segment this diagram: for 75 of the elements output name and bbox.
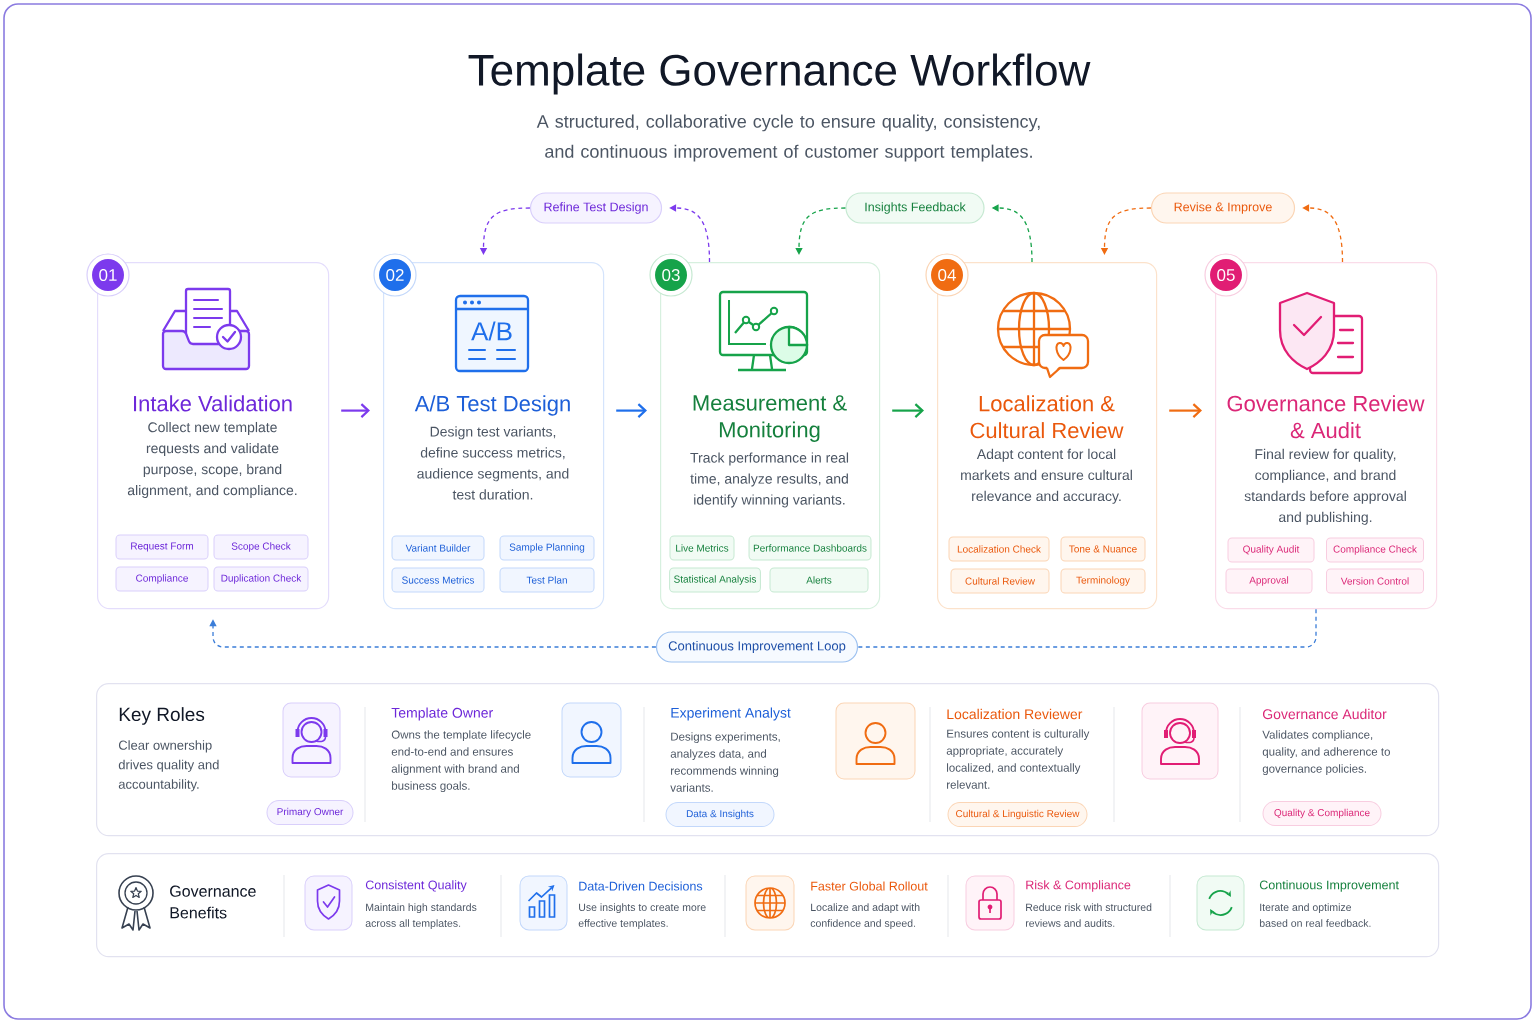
benefit-title: Continuous Improvement — [1259, 880, 1399, 892]
tag: Cultural Review — [950, 568, 1050, 594]
tag: Success Metrics — [391, 567, 485, 593]
benefit-description: Iterate and optimize based on real feedback. — [1259, 903, 1371, 927]
feedback-pill: Insights Feedback — [845, 192, 985, 224]
stage-description: Track performance in real time, analyze results, and identify winning variants. — [690, 452, 849, 508]
step-badge: 03 — [649, 253, 693, 297]
benefit-description: Reduce risk with structured reviews and audits. — [1025, 903, 1152, 927]
role-tag: Data & Insights — [665, 802, 775, 827]
stage-description: Adapt content for local markets and ensure cultural relevance and accuracy. — [961, 448, 1132, 504]
role-description: Designs experiments, analyzes data, and recommends winning variants. — [670, 732, 780, 792]
dashed-arrow — [795, 207, 847, 255]
role-description: Owns the template lifecycle end-to-end and ensures alignment with brand and business goals. — [391, 730, 531, 793]
benefit-description: Use insights to create more effective templates. — [578, 903, 706, 929]
stage-title: Measurement & Monitoring — [693, 395, 847, 442]
feedback-pill: Refine Test Design — [529, 192, 663, 224]
tag: Approval — [1225, 568, 1313, 594]
step-badge: 01 — [86, 253, 130, 297]
title: Template Governance Workflow — [468, 53, 1091, 95]
section-description: Clear ownership drives quality and accountability. — [118, 740, 219, 792]
stage-title: Governance Review & Audit — [1227, 395, 1425, 439]
tag: Localization Check — [948, 536, 1050, 562]
feedback-pill: Revise & Improve — [1150, 192, 1296, 224]
tag: Test Plan — [499, 567, 595, 593]
stage-title: Intake Validation — [134, 395, 292, 412]
benefit-description: Maintain high standards across all templates. — [365, 903, 477, 929]
stage-description: Collect new template requests and validate purpose, scope, brand alignment, and compliance. — [127, 421, 297, 498]
tag: Request Form — [115, 534, 209, 560]
section-heading: Governance Benefits — [170, 885, 256, 919]
benefit-title: Consistent Quality — [365, 880, 467, 892]
stage-description: Design test variants, define success metrics, audience segments, and test duration. — [417, 426, 569, 500]
step-badge: 02 — [373, 253, 417, 297]
tag: Alerts — [769, 567, 869, 593]
tag: Scope Check — [213, 534, 309, 560]
stage-title: A/B Test Design — [414, 395, 570, 416]
loop-pill: Continuous Improvement Loop — [655, 631, 859, 663]
role-description: Validates compliance, quality, and adherence to governance policies. — [1262, 730, 1390, 776]
tag: Terminology — [1060, 568, 1146, 594]
tag: Tone & Nuance — [1060, 536, 1146, 562]
stage-title: Localization & Cultural Review — [970, 395, 1124, 439]
tag: Sample Planning — [499, 535, 595, 561]
benefit-title: Risk & Compliance — [1026, 880, 1131, 892]
benefit-title: Faster Global Rollout — [811, 881, 928, 891]
arrow — [1169, 403, 1202, 418]
role-tag: Quality & Compliance — [1262, 801, 1382, 826]
role-title: Localization Reviewer — [947, 708, 1083, 720]
role-tag: Cultural & Linguistic Review — [947, 802, 1088, 827]
role-title: Experiment Analyst — [671, 707, 791, 721]
arrow — [616, 403, 647, 418]
tag: Compliance Check — [1326, 537, 1424, 563]
stage-description: Final review for quality, compliance, and brand standards before approval and publishing. — [1244, 448, 1406, 525]
role-description: Ensures content is culturally appropriate, accurately localized, and contextually relevant. — [946, 729, 1090, 789]
dashed-arrow — [1302, 204, 1344, 263]
benefit-description: Localize and adapt with confidence and speed. — [810, 903, 920, 929]
tag: Statistical Analysis — [669, 567, 761, 593]
step-badge: 04 — [925, 253, 969, 297]
subtitle: A structured, collaborative cycle to ensure quality, consistency, and continuous improvement of customer support templates. — [536, 114, 1040, 162]
tag: Variant Builder — [391, 535, 485, 561]
tag: Quality Audit — [1227, 537, 1315, 563]
benefit-title: Data-Driven Decisions — [579, 881, 703, 891]
tag: Duplication Check — [213, 566, 309, 592]
tag: Version Control — [1326, 568, 1424, 594]
arrow — [892, 403, 924, 418]
tag: Compliance — [115, 566, 209, 592]
step-badge: 05 — [1204, 253, 1248, 297]
icon-text: A/B — [471, 321, 512, 341]
role-title: Governance Auditor — [1263, 708, 1387, 720]
role-tag: Primary Owner — [266, 800, 354, 825]
tag: Live Metrics — [669, 535, 735, 561]
dashed-arrow — [669, 204, 711, 263]
tag: Performance Dashboards — [748, 535, 872, 561]
dashed-line — [857, 608, 1317, 648]
role-title: Template Owner — [391, 707, 493, 721]
section-heading: Key Roles — [119, 707, 205, 725]
arrow — [341, 403, 370, 418]
